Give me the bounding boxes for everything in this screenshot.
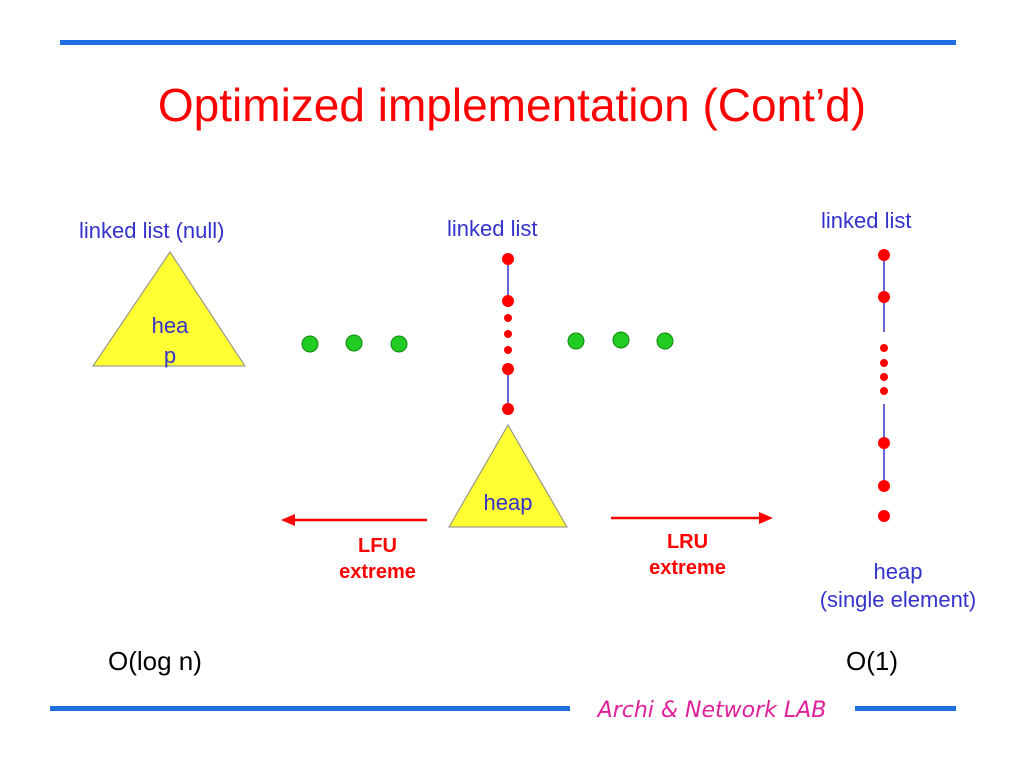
bottom-rule-left bbox=[50, 706, 570, 711]
ellipsis-dot bbox=[301, 335, 319, 353]
right-linked-list-label: linked list bbox=[821, 208, 912, 233]
list-node-ellipsis bbox=[880, 387, 888, 395]
lfu-label-line2: extreme bbox=[339, 561, 416, 583]
middle-linked-list-label: linked list bbox=[447, 216, 538, 241]
left-complexity: O(log n) bbox=[108, 646, 202, 676]
ellipsis-dot bbox=[656, 332, 674, 350]
list-node-ellipsis bbox=[504, 330, 512, 338]
left-heap-triangle bbox=[92, 251, 246, 367]
right-heap-label: heap (single element) bbox=[790, 558, 1006, 614]
list-node bbox=[878, 249, 890, 261]
ellipsis-dot bbox=[390, 335, 408, 353]
lru-extreme-label: LRU extreme bbox=[630, 529, 745, 581]
left-linked-list-label: linked list (null) bbox=[79, 218, 225, 243]
top-rule bbox=[60, 40, 956, 45]
right-heap-label-line1: heap bbox=[873, 559, 923, 584]
list-node bbox=[502, 403, 514, 415]
ellipsis-dot bbox=[345, 334, 363, 352]
list-node bbox=[878, 480, 890, 492]
list-node-ellipsis bbox=[504, 346, 512, 354]
single-heap-node bbox=[878, 510, 890, 522]
right-complexity: O(1) bbox=[846, 646, 898, 676]
left-heap-label-line2: p bbox=[163, 343, 177, 368]
middle-heap-label: heap bbox=[483, 490, 533, 515]
list-node-ellipsis bbox=[880, 344, 888, 352]
list-node-ellipsis bbox=[880, 373, 888, 381]
bottom-rule-right bbox=[855, 706, 956, 711]
left-heap-label: hea p bbox=[130, 311, 210, 371]
lfu-label-line1: LFU bbox=[358, 535, 397, 557]
list-node bbox=[878, 291, 890, 303]
lfu-arrowhead bbox=[281, 514, 295, 526]
lru-label-line1: LRU bbox=[666, 531, 709, 553]
list-node bbox=[502, 295, 514, 307]
lfu-extreme-label: LFU extreme bbox=[320, 533, 435, 585]
list-node bbox=[502, 253, 514, 265]
footer-lab-name: Archi & Network LAB bbox=[597, 698, 827, 723]
lru-label-line2: extreme bbox=[649, 557, 726, 579]
ellipsis-dot bbox=[567, 332, 585, 350]
list-node-ellipsis bbox=[880, 359, 888, 367]
middle-heap-triangle bbox=[448, 424, 568, 528]
ellipsis-dot bbox=[612, 331, 630, 349]
list-node bbox=[502, 363, 514, 375]
right-heap-label-line2: (single element) bbox=[819, 587, 977, 612]
list-node bbox=[878, 437, 890, 449]
left-heap-label-line1: hea bbox=[151, 313, 189, 338]
slide-title: Optimized implementation (Cont’d) bbox=[157, 79, 867, 131]
lru-arrowhead bbox=[759, 512, 773, 524]
list-node-ellipsis bbox=[504, 314, 512, 322]
